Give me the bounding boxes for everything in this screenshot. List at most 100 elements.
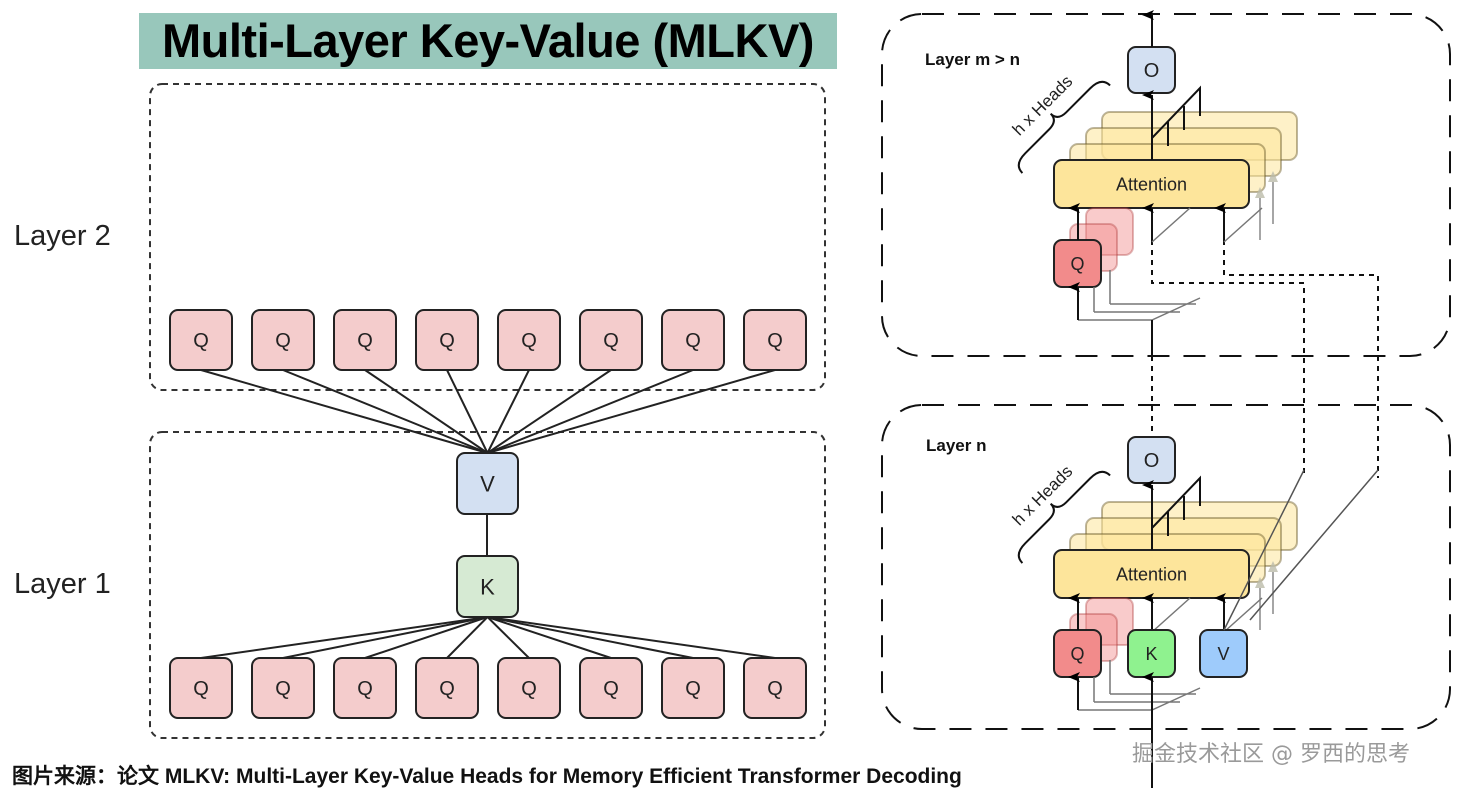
- layer2-query-value-link: [487, 369, 694, 454]
- layer2-query-box-shape: [661, 309, 725, 371]
- layer2-query-box: Q: [415, 309, 479, 371]
- layer2-query-value-link: [364, 369, 489, 454]
- attention-box: Attention: [1053, 159, 1250, 209]
- layer1-key-query-link: [487, 616, 612, 659]
- query-box: Q: [1053, 629, 1102, 678]
- head-input-arrow-icon: [1255, 187, 1265, 198]
- input-fan-lines: [1078, 687, 1201, 711]
- shared-value-box-label: V: [480, 471, 495, 496]
- layer-2-label: Layer 2: [14, 220, 111, 252]
- layer2-query-value-link: [200, 369, 488, 454]
- kv-head-feed-lines: [1151, 207, 1263, 243]
- layer1-query-box-label: Q: [357, 678, 373, 700]
- layer1-query-box: Q: [333, 657, 397, 719]
- layer1-query-box: Q: [415, 657, 479, 719]
- heads-label: h x Heads: [1009, 462, 1077, 530]
- layer1-query-box-shape: [497, 657, 561, 719]
- layer2-query-box-shape: [743, 309, 807, 371]
- layer2-query-box-shape: [333, 309, 397, 371]
- layer1-query-box-shape: [661, 657, 725, 719]
- shared-value-box: V: [456, 452, 519, 515]
- layer2-query-box: Q: [661, 309, 725, 371]
- layer1-query-box-shape: [169, 657, 233, 719]
- layer1-key-query-link: [446, 616, 489, 659]
- query-box-label: Q: [1070, 254, 1084, 274]
- cross-layer-links: [1151, 240, 1379, 478]
- layer2-query-box: Q: [743, 309, 807, 371]
- layer1-query-box-label: Q: [685, 678, 701, 700]
- layer2-query-value-link: [446, 369, 489, 454]
- upper-layer-label: Layer m > n: [925, 50, 1020, 69]
- shared-key-box: K: [456, 555, 519, 618]
- key-box-label: K: [1145, 644, 1157, 664]
- query-head-input-lines: [1093, 270, 1111, 312]
- layer2-query-value-link: [486, 369, 612, 454]
- output-box-label: O: [1144, 450, 1160, 472]
- query-box-label: Q: [1070, 644, 1084, 664]
- layer2-query-value-link: [486, 369, 530, 454]
- query-box: Q: [1053, 239, 1102, 288]
- figure-caption: 图片来源：论文 MLKV: Multi-Layer Key-Value Head…: [12, 765, 962, 788]
- layer2-query-box-shape: [579, 309, 643, 371]
- lower-layer-label: Layer n: [926, 436, 986, 455]
- output-box: O: [1127, 436, 1176, 484]
- layer2-query-box-label: Q: [521, 330, 537, 352]
- attention-box-label: Attention: [1116, 174, 1187, 194]
- layer1-key-query-link: [282, 616, 488, 659]
- layer1-key-query-link: [487, 616, 694, 659]
- layer1-key-query-link: [486, 616, 530, 659]
- output-box: O: [1127, 46, 1176, 94]
- layer1-query-box-shape: [333, 657, 397, 719]
- input-fan-lines: [1078, 297, 1201, 321]
- shared-value-box-shape: [456, 452, 519, 515]
- key-cross-link: [1151, 240, 1305, 478]
- head-output-merge-lines: [1151, 85, 1201, 146]
- upper-layer-container: [881, 13, 1451, 357]
- layer2-query-box: Q: [333, 309, 397, 371]
- head-output-merge-lines: [1151, 475, 1201, 536]
- query-head-input-lines: [1093, 660, 1111, 702]
- layer2-query-box-label: Q: [439, 330, 455, 352]
- layer1-query-box-label: Q: [275, 678, 291, 700]
- layer1-query-box: Q: [251, 657, 315, 719]
- value-box-shape: [1199, 629, 1248, 678]
- layer1-query-box-shape: [251, 657, 315, 719]
- layer1-query-box-label: Q: [767, 678, 783, 700]
- attention-box-label: Attention: [1116, 564, 1187, 584]
- head-input-arrow-icon: [1268, 561, 1278, 572]
- kv-head-feed-lines: [1151, 597, 1263, 633]
- left-panel: Q Q Q Q Q Q Q Q Q Q Q Q Q Q Q Q V K: [149, 83, 826, 739]
- layer2-query-box: Q: [579, 309, 643, 371]
- layer2-query-box: Q: [251, 309, 315, 371]
- layer1-query-box: Q: [579, 657, 643, 719]
- layer2-query-box-label: Q: [357, 330, 373, 352]
- layer1-query-box: Q: [169, 657, 233, 719]
- title-band: [139, 13, 837, 69]
- layer1-query-box-label: Q: [603, 678, 619, 700]
- head-input-arrow-icon: [1268, 171, 1278, 182]
- head-input-arrow-icon: [1255, 577, 1265, 588]
- layer2-query-box: Q: [169, 309, 233, 371]
- attention-box: Attention: [1053, 549, 1250, 599]
- heads-label: h x Heads: [1009, 72, 1077, 140]
- kv-share-diagonals: [1223, 469, 1379, 631]
- layer2-query-value-link: [487, 369, 776, 454]
- layer2-query-value-link: [282, 369, 488, 454]
- value-cross-link: [1223, 240, 1379, 478]
- layer2-query-box-label: Q: [193, 330, 209, 352]
- watermark: 掘金技术社区 @ 罗西的思考: [1132, 742, 1410, 767]
- diagram-title: Multi-Layer Key-Value (MLKV): [162, 14, 814, 67]
- layer1-key-query-link: [487, 616, 776, 659]
- layer2-query-box-shape: [169, 309, 233, 371]
- layer1-query-box-shape: [415, 657, 479, 719]
- layer2-query-box: Q: [497, 309, 561, 371]
- layer1-query-box-label: Q: [521, 678, 537, 700]
- layer2-query-box-label: Q: [767, 330, 783, 352]
- layer1-query-box: Q: [661, 657, 725, 719]
- output-box-label: O: [1144, 60, 1160, 82]
- layer2-query-box-label: Q: [685, 330, 701, 352]
